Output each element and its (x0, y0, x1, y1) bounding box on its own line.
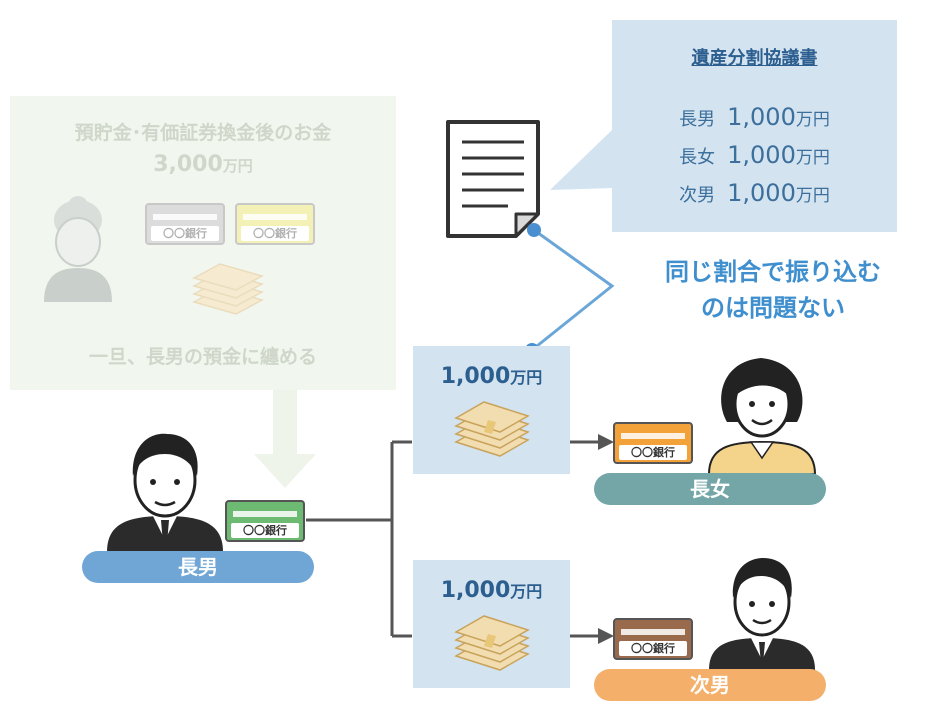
share-row-eldest-son: 長男 1,000万円 (612, 103, 897, 131)
grandmother-icon (44, 196, 112, 302)
share-row-value: 1,000 (727, 179, 796, 207)
eldest-son-avatar (107, 433, 223, 552)
transfer-connector (306, 434, 614, 644)
transfer-amount: 1,000万円 (413, 578, 570, 603)
past-state-amount: 3,000万円 (10, 152, 396, 177)
past-bank-card-gray: 〇〇銀行 (145, 203, 225, 245)
money-stack-icon (454, 401, 530, 457)
share-row-unit: 万円 (795, 186, 830, 206)
share-row-unit: 万円 (795, 110, 830, 130)
second-son-bank-card: 〇〇銀行 (613, 618, 693, 660)
eldest-daughter-label: 長女 (594, 473, 826, 505)
share-row-name: 次男 (679, 185, 716, 206)
transfer-amount-value: 1,000 (440, 578, 511, 603)
money-stack-icon (454, 615, 530, 671)
share-row-name: 長男 (679, 109, 716, 130)
past-state-title: 預貯金･有価証券換金後のお金 (74, 122, 332, 144)
share-row-value: 1,000 (727, 103, 796, 131)
document-connector (525, 223, 615, 357)
share-row-second-son: 次男 1,000万円 (612, 179, 897, 207)
eldest-son-bank-card: 〇〇銀行 (225, 500, 305, 542)
transfer-amount-unit: 万円 (510, 368, 543, 387)
transfer-amount-value: 1,000 (440, 364, 511, 389)
bank-card-label: 〇〇銀行 (241, 226, 309, 241)
bank-card-label: 〇〇銀行 (619, 641, 687, 656)
eldest-son-label: 長男 (82, 551, 314, 583)
past-bank-card-yellow: 〇〇銀行 (235, 203, 315, 245)
past-amount-value: 3,000 (153, 152, 223, 177)
share-row-name: 長女 (679, 147, 716, 168)
eldest-daughter-avatar (707, 358, 817, 474)
note-line-1: 同じ割合で振り込む (665, 258, 881, 286)
past-amount-unit: 万円 (222, 157, 253, 175)
transfer-amount-unit: 万円 (510, 582, 543, 601)
bank-card-label: 〇〇銀行 (151, 226, 219, 241)
share-row-unit: 万円 (795, 148, 830, 168)
down-arrow-icon (254, 390, 316, 488)
bank-card-label: 〇〇銀行 (231, 523, 299, 538)
document-bubble (612, 20, 897, 232)
share-row-eldest-daughter: 長女 1,000万円 (612, 141, 897, 169)
transfer-amount: 1,000万円 (413, 364, 570, 389)
document-title: 遺産分割協議書 (691, 48, 818, 69)
bubble-tail-icon (550, 130, 612, 190)
money-stack-icon (192, 263, 264, 315)
bank-card-label: 〇〇銀行 (619, 445, 687, 460)
past-state-caption: 一旦、長男の預金に纏める (88, 346, 317, 368)
second-son-avatar (709, 558, 815, 670)
note-line-2: のは問題ない (701, 294, 845, 322)
eldest-daughter-bank-card: 〇〇銀行 (613, 422, 693, 464)
second-son-label: 次男 (594, 669, 826, 701)
document-icon (446, 120, 540, 238)
share-row-value: 1,000 (727, 141, 796, 169)
